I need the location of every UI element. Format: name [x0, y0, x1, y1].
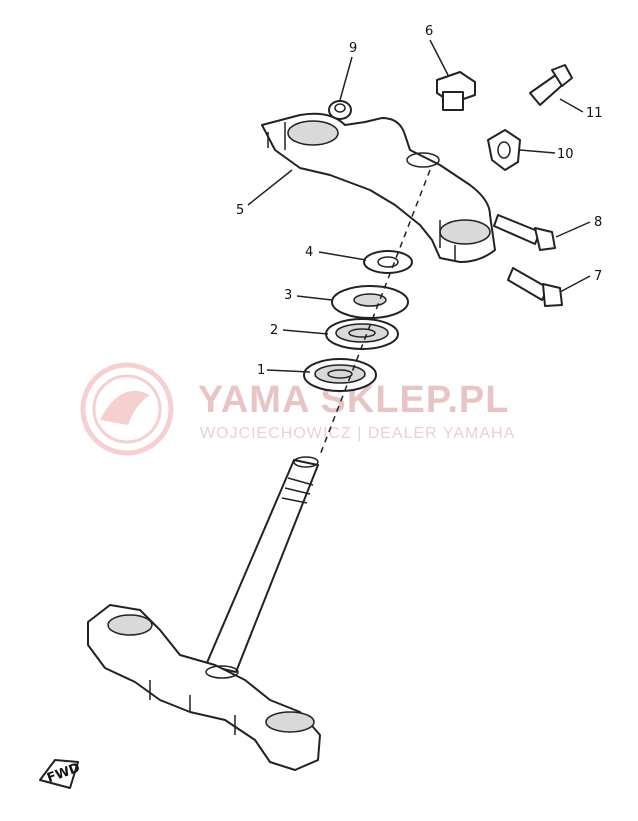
- callout-6: 6: [425, 24, 433, 39]
- fwd-arrow-badge: FWD: [39, 759, 82, 789]
- part-7-bolt: [507, 267, 563, 307]
- part-9-nut: [328, 100, 352, 120]
- part-6-bolt: [436, 71, 476, 111]
- part-1-bearing: [303, 358, 377, 392]
- part-3-washer: [331, 285, 409, 319]
- callout-11: 11: [586, 106, 603, 121]
- callout-7: 7: [594, 269, 602, 284]
- callout-2: 2: [270, 323, 278, 338]
- part-5-upper-bracket: [261, 112, 496, 263]
- callout-10: 10: [557, 147, 574, 162]
- watermark-subtitle: WOJCIECHOWICZ | DEALER YAMAHA: [200, 425, 515, 442]
- callout-1: 1: [257, 363, 265, 378]
- part-4-ring-nut: [363, 250, 413, 274]
- callout-3: 3: [284, 288, 292, 303]
- callout-numbers: 1 2 3 4 5 6 7 8 9 10 11: [236, 24, 603, 378]
- callout-9: 9: [349, 41, 357, 56]
- callout-5: 5: [236, 203, 244, 218]
- part-11-bolt: [529, 64, 573, 106]
- callout-4: 4: [305, 245, 313, 260]
- callout-8: 8: [594, 215, 602, 230]
- part-8-bolt: [493, 214, 556, 251]
- watermark-logo: [80, 362, 174, 456]
- leader-lines: [247, 39, 591, 373]
- steering-stem-lower-bracket: [87, 456, 321, 771]
- watermark: YAMA SKLEP.PL WOJCIECHOWICZ | DEALER YAM…: [80, 362, 515, 456]
- part-10-clamp: [487, 129, 521, 171]
